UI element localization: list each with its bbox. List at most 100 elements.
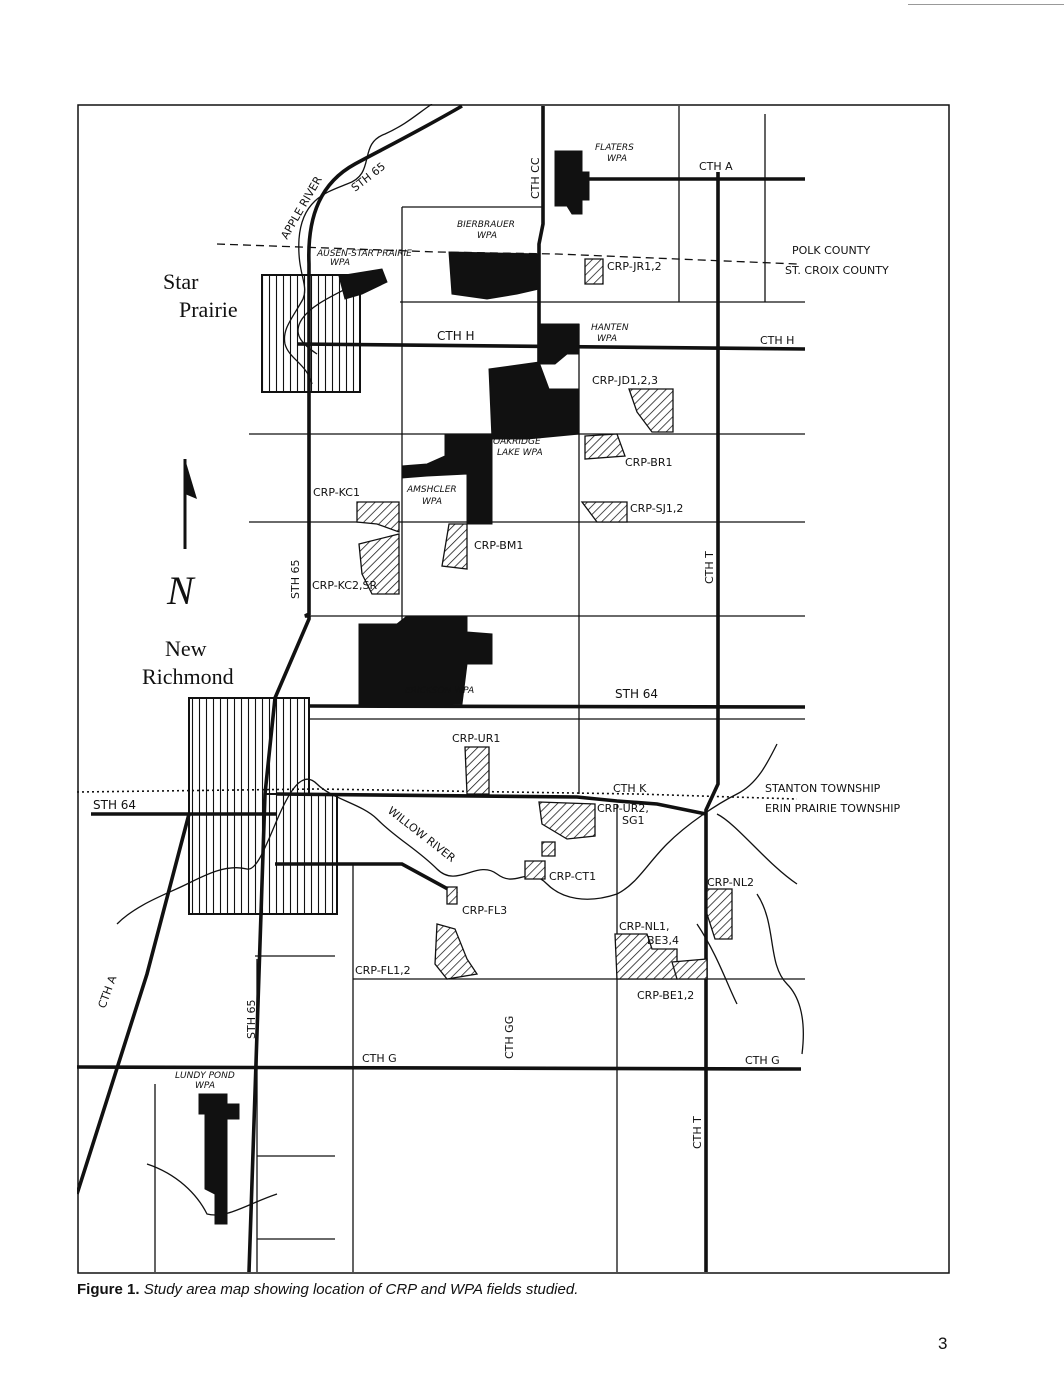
creek-east — [756, 893, 804, 1055]
cth-t-low-label: CTH T — [691, 1116, 704, 1149]
crp-nl2-area — [706, 888, 733, 940]
erin-prairie-township-label: ERIN PRAIRIE TOWNSHIP — [765, 802, 900, 815]
cth-cc-label: CTH CC — [529, 157, 542, 199]
amshcler-wpa-label-1: AMSHCLER — [406, 485, 457, 495]
crp-nl1-label-2: BE3,4 — [647, 934, 679, 947]
north-arrow: N — [166, 459, 197, 613]
cth-cc-road — [537, 106, 545, 364]
crp-bm-label: CRP-BM1 — [474, 539, 523, 552]
ausen-wpa — [338, 268, 388, 300]
crp-kc1-label: CRP-KC1 — [313, 486, 360, 499]
crp-bm-area — [441, 523, 468, 570]
erickson-wpa-label: ERICKSON WPA — [405, 686, 474, 696]
star-prairie-label-line2: Prairie — [179, 297, 238, 322]
sth64-right-label: STH 64 — [615, 687, 658, 701]
hanten-wpa-label-1: HANTEN — [591, 323, 629, 333]
sth64-road-east — [308, 704, 806, 709]
hanten-wpa — [538, 323, 580, 365]
bierbrauer-wpa-label-2: WPA — [477, 231, 497, 241]
oakridge-wpa — [488, 361, 580, 440]
hanten-wpa-label-2: WPA — [597, 334, 617, 344]
oakridge-wpa-label-2: LAKE WPA — [497, 448, 543, 458]
cth-gg-label: CTH GG — [503, 1016, 516, 1059]
lundy-wpa — [198, 1093, 240, 1225]
crp-ur2-label-2: SG1 — [622, 814, 645, 827]
stanton-township-label: STANTON TOWNSHIP — [765, 782, 881, 795]
crp-ct-small-area — [541, 841, 556, 857]
crp-kc2-label: CRP-KC2,SR — [312, 579, 377, 592]
map-canvas: N Star Prairie New Richmond STH 65 CTH C… — [77, 104, 950, 1274]
cth-a-left-label: CTH A — [96, 973, 120, 1010]
crp-nl1-label-1: CRP-NL1, — [619, 920, 670, 933]
rivers — [116, 104, 804, 1216]
crp-ur1-label: CRP-UR1 — [452, 732, 500, 745]
cth-k-label: CTH K — [613, 782, 647, 795]
crp-ur1-area — [464, 746, 490, 795]
crp-fl1-area — [434, 923, 479, 980]
crp-fl3-label: CRP-FL3 — [462, 904, 507, 917]
crp-ur2-area — [538, 801, 596, 840]
crp-areas — [356, 258, 733, 980]
bierbrauer-wpa-label-1: BIERBRAUER — [457, 220, 515, 230]
flaters-wpa-label-1: FLATERS — [595, 143, 634, 153]
st-croix-county-label: ST. CROIX COUNTY — [785, 264, 889, 277]
map-border — [77, 104, 950, 1274]
willow-river-branch-east — [716, 813, 798, 885]
oakridge-wpa-label-1: OAKRIDGE — [493, 437, 541, 447]
star-prairie-label-line1: Star — [163, 269, 199, 294]
crp-sj-label: CRP-SJ1,2 — [630, 502, 683, 515]
lundy-wpa-label-2: WPA — [195, 1081, 215, 1091]
flaters-wpa — [554, 150, 590, 215]
crp-ur2-label-1: CRP-UR2, — [597, 802, 649, 815]
crp-nl2-label: CRP-NL2 — [707, 876, 754, 889]
crp-jd-label: CRP-JD1,2,3 — [592, 374, 658, 387]
ausen-wpa-label-1: AUSEN-STAR PRAIRIE — [316, 249, 412, 259]
willow-road-segment — [275, 862, 458, 896]
crp-ct-area — [524, 860, 546, 880]
page-number: 3 — [938, 1334, 948, 1353]
crp-sj-area — [580, 501, 628, 523]
crp-jr-label: CRP-JR1,2 — [607, 260, 662, 273]
amshcler-wpa — [401, 433, 493, 525]
new-richmond-label-line2: Richmond — [142, 664, 234, 689]
sth65-road — [247, 104, 463, 1273]
figure-caption-text: Study area map showing location of CRP a… — [143, 1281, 579, 1298]
cth-g-road — [77, 1065, 802, 1071]
cth-t-road — [704, 172, 720, 1272]
cth-k-road — [276, 792, 707, 816]
north-arrow-head — [185, 459, 197, 499]
lundy-wpa-label-1: LUNDY POND — [175, 1071, 235, 1081]
sth65-low-label: STH 65 — [245, 1000, 258, 1039]
top-rule — [908, 4, 1064, 5]
sth64-left-label: STH 64 — [93, 798, 136, 812]
apple-river-branch — [297, 283, 356, 355]
creek-south — [146, 1163, 278, 1216]
amshcler-wpa-label-2: WPA — [422, 497, 442, 507]
crp-kc1-area — [356, 501, 400, 533]
willow-river — [116, 743, 778, 925]
new-richmond-label-line1: New — [165, 636, 207, 661]
ausen-wpa-label-2: WPA — [330, 258, 350, 268]
cth-a-road-west — [77, 813, 191, 1195]
figure-caption: Figure 1. Study area map showing locatio… — [77, 1281, 578, 1298]
cth-t-mid-label: CTH T — [703, 551, 716, 584]
crp-br-label: CRP-BR1 — [625, 456, 672, 469]
wpa-areas — [198, 150, 590, 1225]
willow-river-branch-south — [696, 923, 738, 1005]
crp-nl1-area — [614, 933, 678, 980]
polk-county-label: POLK COUNTY — [792, 244, 870, 257]
cth-h-left-label: CTH H — [437, 329, 475, 343]
crp-be-label: CRP-BE1,2 — [637, 989, 694, 1002]
cth-g-left-label: CTH G — [362, 1052, 397, 1065]
crp-fl3-area — [446, 886, 458, 905]
crp-be-area — [671, 958, 708, 980]
erickson-wpa — [358, 615, 493, 705]
cth-g-right-label: CTH G — [745, 1054, 780, 1067]
crp-ct-label: CRP-CT1 — [549, 870, 596, 883]
sth65-mid-label: STH 65 — [289, 560, 302, 599]
crp-fl1-label: CRP-FL1,2 — [355, 964, 411, 977]
cth-h-right-label: CTH H — [760, 334, 794, 347]
north-label: N — [166, 568, 196, 613]
major-roads — [77, 104, 806, 1273]
crp-br-area — [584, 433, 626, 460]
